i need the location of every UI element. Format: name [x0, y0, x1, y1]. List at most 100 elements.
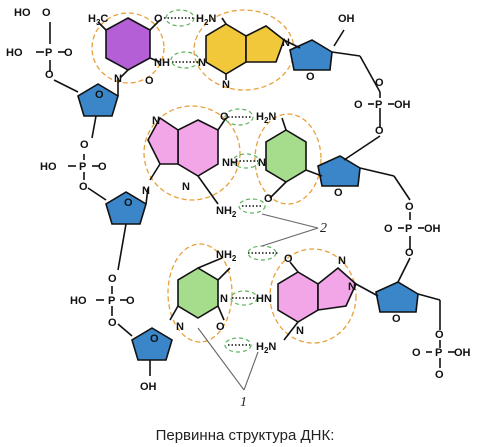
oxygen-label-8: O — [126, 295, 135, 307]
oh-label-bottom: OH — [140, 381, 157, 393]
ho-label-3: HO — [40, 161, 57, 173]
hydrogen-bonds — [164, 17, 278, 346]
backbone-left — [36, 22, 151, 376]
oxygen-label-9: O — [108, 317, 117, 329]
hbond-halo-1 — [165, 9, 195, 27]
sugar-bottom-right — [375, 281, 419, 313]
adenine-amine-label: H2N — [196, 13, 216, 27]
oxygen-label-4: O — [80, 139, 89, 151]
guanine-top-amine: NH2 — [216, 205, 237, 219]
cytosine-top-ring — [265, 129, 307, 183]
guanine-bottom-n-upper: N — [338, 255, 346, 267]
adenine-six-ring — [205, 23, 247, 75]
oxygen-label-r7: O — [435, 329, 444, 341]
cytosine-top-oxygen: O — [264, 193, 273, 205]
hbond-halo-7 — [230, 290, 258, 306]
guanine-top-n-lower: N — [142, 185, 150, 197]
hbond-halo-8 — [224, 337, 252, 353]
guanine-top-n-upper: N — [152, 115, 160, 127]
sugar-top-right — [289, 39, 333, 71]
phosphorus-label-r2: P — [405, 223, 412, 235]
oxygen-label-1: O — [42, 7, 51, 19]
oxygen-label-r8: O — [412, 347, 421, 359]
adenine-n-bottom: N — [222, 79, 230, 91]
guanine-bottom-n-right: N — [348, 281, 356, 293]
oxygen-label-r3: O — [375, 125, 384, 137]
guanine-bottom-five-ring — [317, 266, 357, 311]
cytosine-bottom-amine: NH2 — [216, 249, 237, 263]
oh-label-top: OH — [338, 13, 355, 25]
oxygen-label-r4: O — [405, 201, 414, 213]
oh-label-r3: OH — [454, 347, 471, 359]
guanine-bottom-oxygen: O — [284, 253, 293, 265]
cytosine-top-amine: H2N — [256, 111, 276, 125]
callout-lines — [197, 213, 319, 391]
thymine-halo — [91, 12, 165, 84]
sugar-oxygen-4: O — [306, 71, 315, 83]
adenine-five-ring — [245, 25, 285, 63]
sugar-oxygen-5: O — [334, 187, 343, 199]
phosphorus-label-r1: P — [375, 99, 382, 111]
oxygen-label-5: O — [98, 161, 107, 173]
sugar-oxygen-2: O — [124, 197, 133, 209]
callout-number-2: 2 — [320, 221, 327, 236]
oxygen-label-2: O — [64, 47, 73, 59]
oxygen-label-3: O — [45, 69, 54, 81]
guanine-top-n-ring: N — [182, 181, 190, 193]
thymine-oxygen-top: O — [154, 13, 163, 25]
guanine-top-six-ring — [177, 119, 219, 177]
thymine-oxygen-bottom: O — [145, 75, 154, 87]
methyl-label: H3C — [88, 13, 108, 27]
thymine-n-label: N — [114, 73, 122, 85]
sugar-oxygen-3: O — [150, 333, 159, 345]
hbond-halo-2 — [170, 51, 200, 69]
phosphorus-label-r3: P — [435, 347, 442, 359]
sugar-oxygen-6: O — [392, 313, 401, 325]
guanine-bottom-amine: H2N — [256, 341, 276, 355]
guanine-bottom-six-ring — [277, 271, 319, 323]
adenine-n-right: N — [282, 37, 290, 49]
figure-caption: Первинна структура ДНК: — [156, 427, 335, 444]
sugar-oxygen-1: O — [95, 89, 104, 101]
cytosine-bottom-n-ring: N — [176, 321, 184, 333]
adenine-n-left: N — [198, 57, 206, 69]
guanine-bottom-halo — [269, 248, 357, 344]
oxygen-label-r6: O — [405, 247, 414, 259]
phosphorus-label-1: P — [45, 47, 52, 59]
sugar-mid-right — [317, 155, 361, 187]
oh-label-r2: OH — [424, 223, 441, 235]
thymine-nh-label: NH — [154, 57, 170, 69]
thymine-ring — [105, 17, 151, 71]
oxygen-label-r2: O — [375, 77, 384, 89]
oh-label-r1: OH — [394, 99, 411, 111]
guanine-top-halo — [143, 105, 241, 201]
phosphorus-label-2: P — [79, 161, 86, 173]
guanine-top-five-ring — [147, 116, 179, 165]
cytosine-bottom-n: N — [220, 293, 228, 305]
cytosine-top-halo — [254, 113, 322, 205]
oxygen-label-r1: O — [354, 99, 363, 111]
guanine-bottom-n: N — [296, 325, 304, 337]
hbond-halo-4 — [232, 153, 260, 169]
ho-label-2: HO — [6, 47, 23, 59]
ho-label-1: HO — [14, 7, 31, 19]
cytosine-bottom-oxygen: O — [216, 321, 225, 333]
ho-label-4: HO — [70, 295, 87, 307]
oxygen-label-r5: O — [384, 223, 393, 235]
oxygen-label-r9: O — [435, 369, 444, 381]
hbond-halo-3 — [224, 108, 254, 126]
guanine-top-nh: NH — [222, 157, 238, 169]
guanine-bottom-hn: HN — [256, 293, 272, 305]
phosphorus-label-3: P — [108, 295, 115, 307]
cytosine-top-n: N — [258, 157, 266, 169]
cytosine-bottom-ring — [177, 267, 219, 319]
oxygen-label-7: O — [108, 273, 117, 285]
cytosine-bottom-halo — [167, 243, 233, 343]
oxygen-label-6: O — [79, 181, 88, 193]
base-bonds — [97, 17, 379, 341]
hbond-halo-5 — [238, 198, 266, 214]
sugar-top-left — [77, 83, 119, 117]
guanine-top-oxygen: O — [220, 111, 229, 123]
